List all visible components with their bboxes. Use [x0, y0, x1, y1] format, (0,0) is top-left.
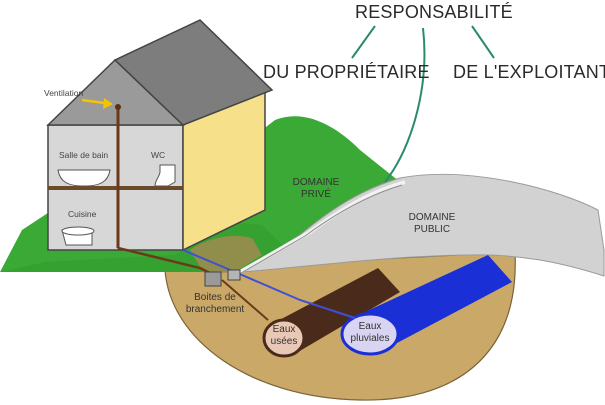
owner-label: DU PROPRIÉTAIRE: [263, 62, 430, 82]
wastewater-pipe: [262, 268, 400, 358]
rainwater-label: Eaux pluviales: [344, 321, 396, 344]
wastewater-line-to-pipe: [221, 279, 269, 321]
public-domain-line2: PUBLIC: [413, 223, 451, 235]
connection-boxes: [204, 269, 241, 287]
boundary-curve: [384, 27, 426, 183]
wastewater-line2: usées: [270, 335, 298, 347]
rainwater-line1: Eaux: [358, 321, 382, 332]
responsabilite-title: RESPONSABILITÉ: [355, 2, 513, 22]
rainwater-line2: pluviales: [350, 332, 390, 344]
ventilation-arrow: [81, 98, 105, 105]
ventilation-label: Ventilation: [44, 88, 84, 98]
kitchen-label: Cuisine: [68, 209, 97, 219]
operator-label: DE L'EXPLOITANT: [453, 62, 605, 82]
connection-boxes-label: Boites de branchement: [180, 292, 250, 315]
bathroom-label: Salle de bain: [59, 150, 109, 160]
operator-pointer-line: [471, 25, 495, 59]
private-domain-line1: DOMAINE: [292, 177, 340, 188]
connection-boxes-line2: branchement: [185, 303, 245, 315]
private-domain-label: DOMAINE PRIVÉ: [286, 177, 346, 200]
public-domain-line1: DOMAINE: [408, 212, 456, 223]
owner-pointer-line: [351, 25, 376, 59]
wastewater-label: Eaux usées: [264, 324, 304, 347]
public-road: [239, 173, 605, 277]
rainwater-pipe: [340, 255, 512, 356]
connection-boxes-line1: Boites de: [194, 292, 236, 303]
public-domain-label: DOMAINE PUBLIC: [402, 212, 462, 235]
road-curb-edge: [235, 184, 403, 277]
wc-label: WC: [151, 150, 166, 160]
rainwater-line: [182, 249, 356, 319]
house: [46, 19, 274, 252]
wastewater-line1: Eaux: [272, 324, 296, 335]
private-domain-line2: PRIVÉ: [300, 188, 331, 200]
dirt-path: [190, 235, 262, 275]
ventilation-arrowhead: [103, 98, 113, 109]
